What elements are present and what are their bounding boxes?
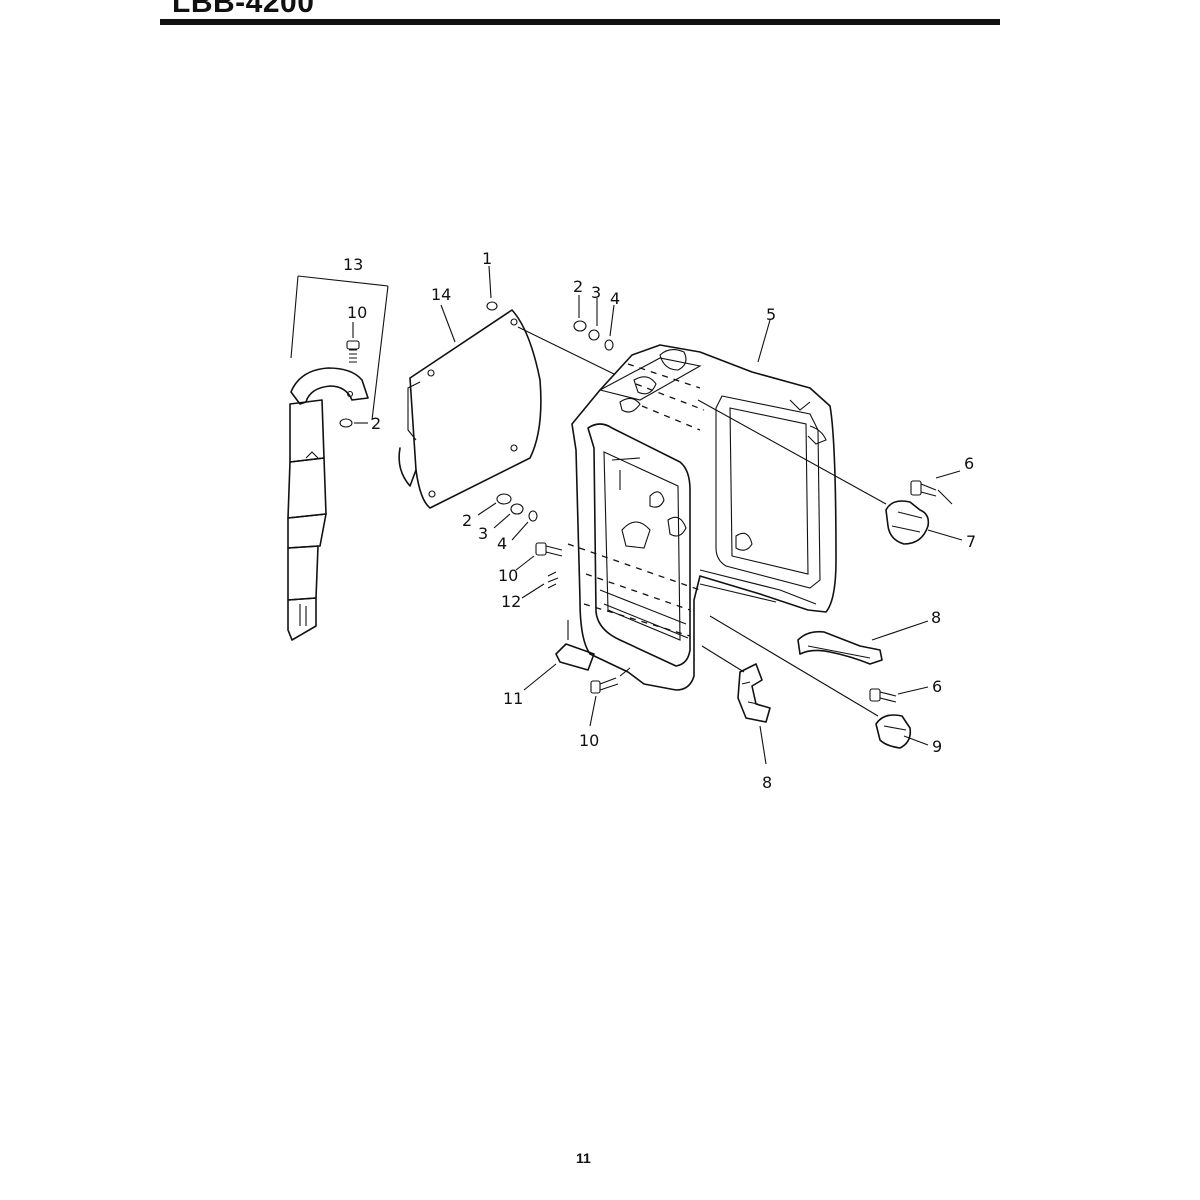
header-rule: [160, 19, 1000, 25]
callout-11: 11: [503, 689, 523, 708]
fastener-stack-lower: [477, 493, 538, 541]
callout-9: 9: [932, 737, 942, 756]
callout-7: 7: [966, 532, 976, 551]
callout-3-lower: 3: [478, 524, 488, 543]
callout-14: 14: [431, 285, 451, 304]
callout-1: 1: [482, 249, 492, 268]
part-12-screw: [521, 571, 559, 599]
part-14-cover-plate: [398, 304, 542, 509]
callout-8-lower: 8: [762, 773, 772, 792]
callout-10-middle: 10: [498, 566, 518, 585]
part-1-screw: [486, 265, 615, 375]
page-number: 11: [576, 1150, 591, 1166]
callout-10-top: 10: [347, 303, 367, 322]
part-11-plate: [523, 620, 595, 691]
part-2-washer-top: [339, 418, 368, 428]
callout-8-upper: 8: [931, 608, 941, 627]
part-10-screw-top: [346, 322, 360, 363]
callout-10-lower: 10: [579, 731, 599, 750]
callout-6-upper: 6: [964, 454, 974, 473]
callout-5: 5: [766, 305, 776, 324]
part-9-bracket: [709, 615, 929, 749]
part-6-bolt-lower: [869, 686, 929, 703]
callout-6-lower: 6: [932, 677, 942, 696]
part-10-bolt-middle: [515, 542, 563, 571]
callout-3-upper: 3: [591, 283, 601, 302]
part-8-bar-upper: [797, 620, 929, 665]
callout-2-upper: 2: [573, 277, 583, 296]
part-13-shield: [287, 275, 389, 641]
part-7-bracket: [885, 489, 963, 545]
part-6-bolt-upper: [910, 470, 961, 497]
callout-2-top: 2: [371, 414, 381, 433]
callout-13: 13: [343, 255, 363, 274]
part-10-screw-lower: [589, 667, 631, 727]
callout-4-upper: 4: [610, 289, 620, 308]
callout-4-lower: 4: [497, 534, 507, 553]
part-5-main-frame: [567, 319, 887, 691]
model-title: LBB-4200: [172, 0, 315, 19]
fastener-stack-upper: [573, 295, 615, 351]
callout-2-lower: 2: [462, 511, 472, 530]
callout-12: 12: [501, 592, 521, 611]
part-8-bracket-lower: [701, 645, 771, 765]
